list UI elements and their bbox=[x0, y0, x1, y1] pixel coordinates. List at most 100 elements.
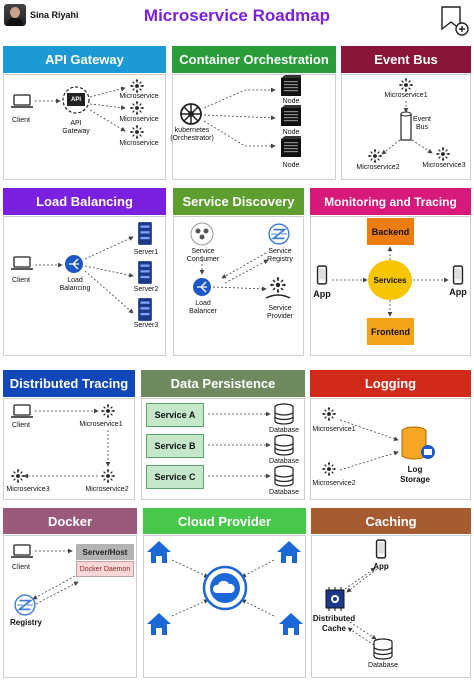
database-icon bbox=[274, 465, 294, 487]
node-label: Node bbox=[282, 162, 300, 169]
database-label: Database bbox=[269, 458, 299, 465]
node-server-icon bbox=[281, 105, 301, 126]
cloud-provider-header: Cloud Provider bbox=[143, 508, 306, 534]
server-icon bbox=[138, 222, 152, 245]
caching-header: Caching bbox=[311, 508, 471, 534]
author-avatar bbox=[4, 4, 26, 26]
distributed-cache-icon bbox=[325, 587, 345, 611]
node-label: Node bbox=[282, 98, 300, 105]
microservice-label: Microservice bbox=[119, 116, 159, 123]
save-bookmark-icon[interactable] bbox=[440, 5, 470, 37]
docker-header: Docker bbox=[3, 508, 137, 534]
service-a-box: Service A bbox=[146, 403, 204, 427]
distributed-tracing-header: Distributed Tracing bbox=[3, 370, 135, 397]
service-discovery-header: Service Discovery bbox=[173, 188, 304, 215]
container-orchestration-header: Container Orchestration bbox=[172, 46, 336, 73]
app-label: App bbox=[313, 289, 331, 299]
app-phone-icon bbox=[316, 265, 328, 285]
database-label: Database bbox=[269, 489, 299, 496]
author-name: Sina Riyahi bbox=[30, 10, 79, 20]
page-title: Microservice Roadmap bbox=[143, 6, 331, 25]
container-panel bbox=[172, 74, 336, 180]
node-server-icon bbox=[281, 75, 301, 96]
server3-label: Server3 bbox=[133, 322, 159, 329]
api-gateway-icon bbox=[62, 86, 90, 114]
docker-daemon-box: Docker Daemon bbox=[76, 561, 134, 577]
event-bus-header: Event Bus bbox=[341, 46, 471, 73]
client-label: Client bbox=[12, 564, 30, 571]
load-balancer-icon bbox=[193, 278, 211, 296]
api-gateway-label: API Gateway bbox=[62, 120, 90, 135]
house-icon bbox=[277, 541, 301, 563]
data-persistence-header: Data Persistence bbox=[141, 370, 305, 397]
house-icon bbox=[147, 541, 171, 563]
client-laptop-icon bbox=[11, 404, 33, 418]
client-label: Client bbox=[12, 277, 30, 284]
log-storage-icon bbox=[401, 426, 435, 460]
logging-panel bbox=[310, 398, 471, 500]
load-balancer-icon bbox=[65, 255, 83, 273]
database-label: Database bbox=[269, 427, 299, 434]
client-label: Client bbox=[12, 422, 30, 429]
database-icon bbox=[373, 638, 393, 660]
microservice1-label: Microservice1 bbox=[384, 92, 428, 99]
frontend-box: Frontend bbox=[367, 318, 414, 345]
server2-label: Server2 bbox=[133, 286, 159, 293]
kubernetes-label: kubernetes (Orchestrator) bbox=[170, 127, 214, 142]
microservice-icon bbox=[130, 79, 144, 93]
service-provider-label: Service Provider bbox=[266, 305, 294, 320]
microservice-icon bbox=[11, 469, 25, 483]
kubernetes-icon bbox=[180, 103, 202, 125]
client-label: Client bbox=[12, 117, 30, 124]
monitoring-tracing-header: Monitoring and Tracing bbox=[310, 188, 471, 215]
microservice-icon bbox=[368, 149, 382, 163]
server1-label: Server1 bbox=[133, 249, 159, 256]
backend-box: Backend bbox=[367, 218, 414, 245]
services-node: Services bbox=[368, 260, 412, 300]
cloud-icon bbox=[202, 565, 248, 611]
microservice-icon bbox=[399, 78, 413, 92]
client-laptop-icon bbox=[11, 544, 33, 558]
log-storage-label: Log Storage bbox=[400, 465, 430, 484]
node-label: Node bbox=[282, 129, 300, 136]
client-laptop-icon bbox=[11, 94, 33, 108]
service-consumer-icon bbox=[190, 222, 214, 246]
microservice2-label: Microservice2 bbox=[356, 164, 400, 171]
app-phone-icon bbox=[452, 265, 464, 285]
microservice-label: Microservice bbox=[119, 140, 159, 147]
microservice-icon bbox=[322, 407, 336, 421]
event-bus-icon bbox=[400, 111, 412, 141]
server-icon bbox=[138, 298, 152, 321]
service-registry-label: Service Registry bbox=[267, 248, 293, 263]
load-balancer-label: Load Balancer bbox=[189, 300, 217, 315]
microservice2-label: Microservice2 bbox=[312, 480, 356, 487]
client-laptop-icon bbox=[11, 256, 33, 270]
app-label: App bbox=[449, 287, 467, 297]
microservice-icon bbox=[130, 125, 144, 139]
service-registry-icon bbox=[268, 223, 290, 245]
microservice-icon bbox=[322, 462, 336, 476]
node-server-icon bbox=[281, 136, 301, 157]
service-c-box: Service C bbox=[146, 465, 204, 489]
registry-label: Registry bbox=[9, 618, 43, 627]
microservice-icon bbox=[436, 147, 450, 161]
registry-icon bbox=[14, 594, 36, 616]
load-balancing-label: Load Balancing bbox=[59, 277, 91, 292]
server-host-box: Server/Host bbox=[76, 544, 134, 560]
load-balancing-header: Load Balancing bbox=[3, 188, 166, 215]
server-icon bbox=[138, 261, 152, 284]
microservice-icon bbox=[101, 404, 115, 418]
api-badge: API bbox=[70, 97, 82, 103]
microservice3-label: Microservice3 bbox=[422, 162, 466, 169]
house-icon bbox=[279, 613, 303, 635]
api-gateway-header: API Gateway bbox=[3, 46, 166, 73]
microservice-icon bbox=[101, 469, 115, 483]
app-phone-icon bbox=[375, 539, 387, 559]
service-provider-icon bbox=[265, 277, 291, 299]
microservice3-label: Microservice3 bbox=[6, 486, 50, 493]
service-b-box: Service B bbox=[146, 434, 204, 458]
logging-header: Logging bbox=[310, 370, 471, 397]
microservice-icon bbox=[130, 101, 144, 115]
microservice1-label: Microservice1 bbox=[312, 426, 356, 433]
